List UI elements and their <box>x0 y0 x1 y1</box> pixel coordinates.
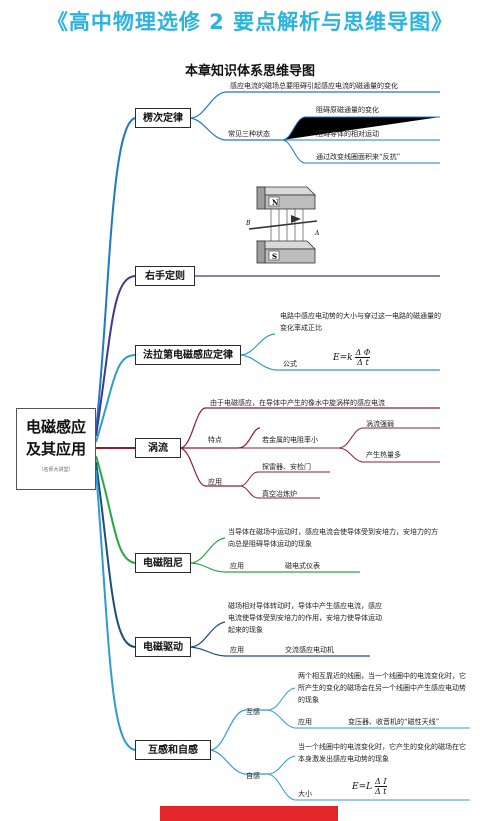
connector-mutual <box>95 469 136 751</box>
node-electromagnetic-damping: 电磁阻尼 <box>135 553 191 573</box>
damping-app-value: 磁电式仪表 <box>285 562 320 570</box>
self-inductance-formula: E=L Δ I Δ t <box>352 777 387 796</box>
central-title-line2: 及其应用 <box>25 440 86 458</box>
figure-label-s: S <box>272 252 277 261</box>
eddy-feature-item-1: 涡流强弱 <box>366 420 394 428</box>
node-mutual-self-induction: 互感和自感 <box>135 740 211 760</box>
eddy-content: 由于电磁感应，在导体中产生的像水中旋涡样的感应电流 <box>210 399 385 407</box>
central-signature: （名师大讲堂） <box>38 467 74 473</box>
self-label: 自感 <box>246 772 260 780</box>
node-faraday-law: 法拉第电磁感应定律 <box>135 345 241 365</box>
self-content: 当一个线圈中的电流变化时，它产生的变化的磁场在它本身激发出感应电动势的现象 <box>298 743 466 763</box>
connector-damping <box>95 455 136 564</box>
mutual-app-value: 变压器、收音机的“磁性天线” <box>348 718 440 726</box>
lenz-item-3: 通过改变线圈面积来“反抗” <box>316 153 401 161</box>
figure-label-a: A <box>314 230 320 237</box>
node-electromagnetic-drive: 电磁驱动 <box>135 637 191 657</box>
drive-app-value: 交流感应电动机 <box>285 646 334 654</box>
faraday-formula: E=k Δ Φ Δ t <box>333 348 371 367</box>
damping-content: 当导体在磁场中运动时，感应电流会使导体受到安培力，安培力的方向总是阻碍导体运动的… <box>228 528 438 548</box>
damping-app-label: 应用 <box>230 562 244 570</box>
node-eddy-current: 涡流 <box>135 438 181 458</box>
eddy-feature-label: 特点 <box>208 436 222 444</box>
connector-drive <box>95 461 136 648</box>
figure-label-n: N <box>272 198 279 207</box>
lenz-item-2: 阻碍导体的相对运动 <box>316 130 379 138</box>
node-right-hand-rule: 右手定则 <box>135 266 195 286</box>
bottom-banner <box>160 806 338 821</box>
eddy-app-item-2: 真空冶炼炉 <box>262 490 297 498</box>
drive-app-label: 应用 <box>230 646 244 654</box>
lenz-sub-label: 常见三种状态 <box>228 130 270 138</box>
lenz-item-1: 阻碍原磁通量的变化 <box>316 106 379 114</box>
connector-faraday <box>95 354 136 443</box>
connector-lenz <box>95 117 136 431</box>
mutual-app-label: 应用 <box>298 718 312 726</box>
mutual-label: 互感 <box>246 708 260 716</box>
eddy-feature-text: 若金属的电阻率小 <box>262 436 318 444</box>
figure-label-b: B <box>245 220 251 227</box>
faraday-content: 电路中感应电动势的大小与穿过这一电路的磁通量的变化率成正比 <box>280 312 441 332</box>
central-topic: 电磁感应 及其应用 （名师大讲堂） <box>16 408 96 490</box>
mutual-content: 两个相互靠近的线圈，当一个线圈中的电流变化时，它所产生的变化的磁场会在另一个线圈… <box>298 672 466 704</box>
diagram-title: 本章知识体系思维导图 <box>184 64 315 79</box>
drive-content: 磁场相对导体转动时，导体中产生感应电流，感应电流使导体受到安培力的作用，安培力使… <box>228 602 382 634</box>
node-lenz-law: 楞次定律 <box>135 108 191 128</box>
page-header: 《高中物理选修 2 要点解析与思维导图》 <box>46 10 454 34</box>
eddy-app-item-1: 探雷器、安检门 <box>262 463 311 471</box>
connector-right-hand <box>95 275 136 437</box>
eddy-app-label: 应用 <box>208 478 222 486</box>
self-size-label: 大小 <box>298 790 312 798</box>
faraday-formula-label: 公式 <box>283 360 297 368</box>
right-hand-rule-figure: N S A B <box>245 186 320 264</box>
central-title-line1: 电磁感应 <box>25 418 86 436</box>
lenz-content: 感应电流的磁场总要阻碍引起感应电流的磁通量的变化 <box>230 82 398 90</box>
eddy-feature-item-2: 产生热量多 <box>366 451 401 459</box>
